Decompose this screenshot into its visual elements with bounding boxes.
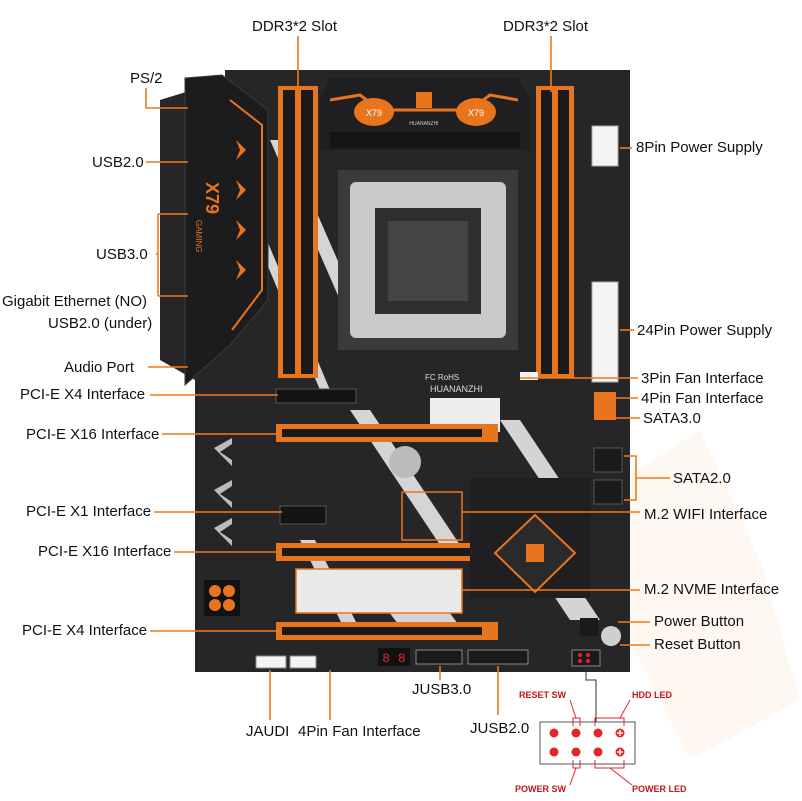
fc-rohs-mark: FC RoHS (425, 373, 459, 382)
x79-badge-left-text: X79 (366, 108, 382, 118)
8pin-connector (591, 125, 619, 167)
jusb3-header (415, 649, 463, 665)
label-usb3: USB3.0 (96, 246, 148, 263)
side-sub-logo: GAMING (194, 220, 203, 252)
leader-lines (145, 36, 670, 720)
label-ps2: PS/2 (130, 70, 163, 87)
label-audio: Audio Port (64, 359, 135, 376)
sata2-port-b (593, 479, 623, 505)
io-chevrons (236, 140, 246, 280)
ddr3-slots-left (278, 86, 318, 378)
debug-led (378, 648, 410, 666)
label-pcie-x16-top: PCI-E X16 Interface (26, 426, 160, 443)
io-shield (184, 74, 269, 387)
m2-wifi-slot (401, 491, 463, 541)
fan4-bottom-header (289, 655, 317, 669)
3pin-fan-header (520, 372, 538, 380)
label-sata3: SATA3.0 (643, 410, 701, 427)
label-power-sw: POWER SW (515, 784, 566, 794)
pcie-x4-top-slot (275, 388, 357, 404)
label-power-button: Power Button (654, 613, 745, 630)
label-sata2: SATA2.0 (673, 470, 731, 487)
board-brand: HUANANZHI (430, 384, 483, 394)
label-m2-nvme: M.2 NVME Interface (644, 581, 780, 598)
ddr3-slots-right (536, 86, 574, 378)
label-jusb2: JUSB2.0 (470, 720, 530, 737)
pin-diagram-box (539, 721, 636, 765)
label-pcie-x4-top: PCI-E X4 Interface (20, 386, 146, 403)
label-pcie-x4-bottom: PCI-E X4 Interface (22, 622, 148, 639)
x79-badge-right-text: X79 (468, 108, 484, 118)
side-logo: X79 (202, 182, 222, 214)
label-ddr3-right: DDR3*2 Slot (503, 18, 589, 35)
label-4pin-fan-bottom: 4Pin Fan Interface (298, 723, 421, 740)
24pin-connector (591, 281, 619, 383)
debug-led-text: 8 8 (382, 651, 405, 666)
label-jusb3: JUSB3.0 (412, 681, 472, 698)
chipset-heatsink (470, 478, 590, 598)
heatsink-fins (330, 132, 520, 148)
label-power-led: POWER LED (632, 784, 687, 794)
pcie-x1-slot (279, 505, 327, 525)
cmos-battery (389, 446, 421, 478)
sata3-port (594, 392, 616, 420)
label-reset-sw: RESET SW (519, 690, 567, 700)
label-4pin-fan: 4Pin Fan Interface (641, 390, 764, 407)
x79-badge-left (354, 98, 394, 126)
jaudi-header (255, 655, 287, 669)
brand-logo-icon (416, 92, 432, 108)
sata2-port-a (593, 447, 623, 473)
cpu-socket (338, 170, 518, 350)
x79-badge-right (456, 98, 496, 126)
power-button[interactable] (601, 626, 621, 646)
label-gigabit: Gigabit Ethernet (NO) (2, 293, 148, 310)
label-pcie-x1: PCI-E X1 Interface (26, 503, 152, 520)
power-phase-block (204, 580, 240, 616)
label-jaudi: JAUDI (246, 723, 290, 740)
label-pcie-x16-bottom: PCI-E X16 Interface (38, 543, 172, 560)
label-24pin: 24Pin Power Supply (637, 322, 773, 339)
heatsink-brand: HUANANZHI (409, 121, 438, 127)
label-m2-wifi: M.2 WIFI Interface (644, 506, 768, 523)
label-3pin-fan: 3Pin Fan Interface (641, 370, 764, 387)
left-chevrons (214, 438, 232, 546)
label-reset-button: Reset Button (654, 636, 741, 653)
label-8pin: 8Pin Power Supply (636, 139, 763, 156)
jusb2-header (467, 649, 529, 665)
m2-nvme-slot (295, 568, 463, 614)
reset-button[interactable] (580, 618, 598, 636)
label-ddr3-left: DDR3*2 Slot (252, 18, 338, 35)
label-usb2-under: USB2.0 (under) (48, 315, 153, 332)
front-panel-header (571, 649, 601, 667)
label-hdd-led: HDD LED (632, 690, 672, 700)
label-usb2: USB2.0 (92, 154, 144, 171)
